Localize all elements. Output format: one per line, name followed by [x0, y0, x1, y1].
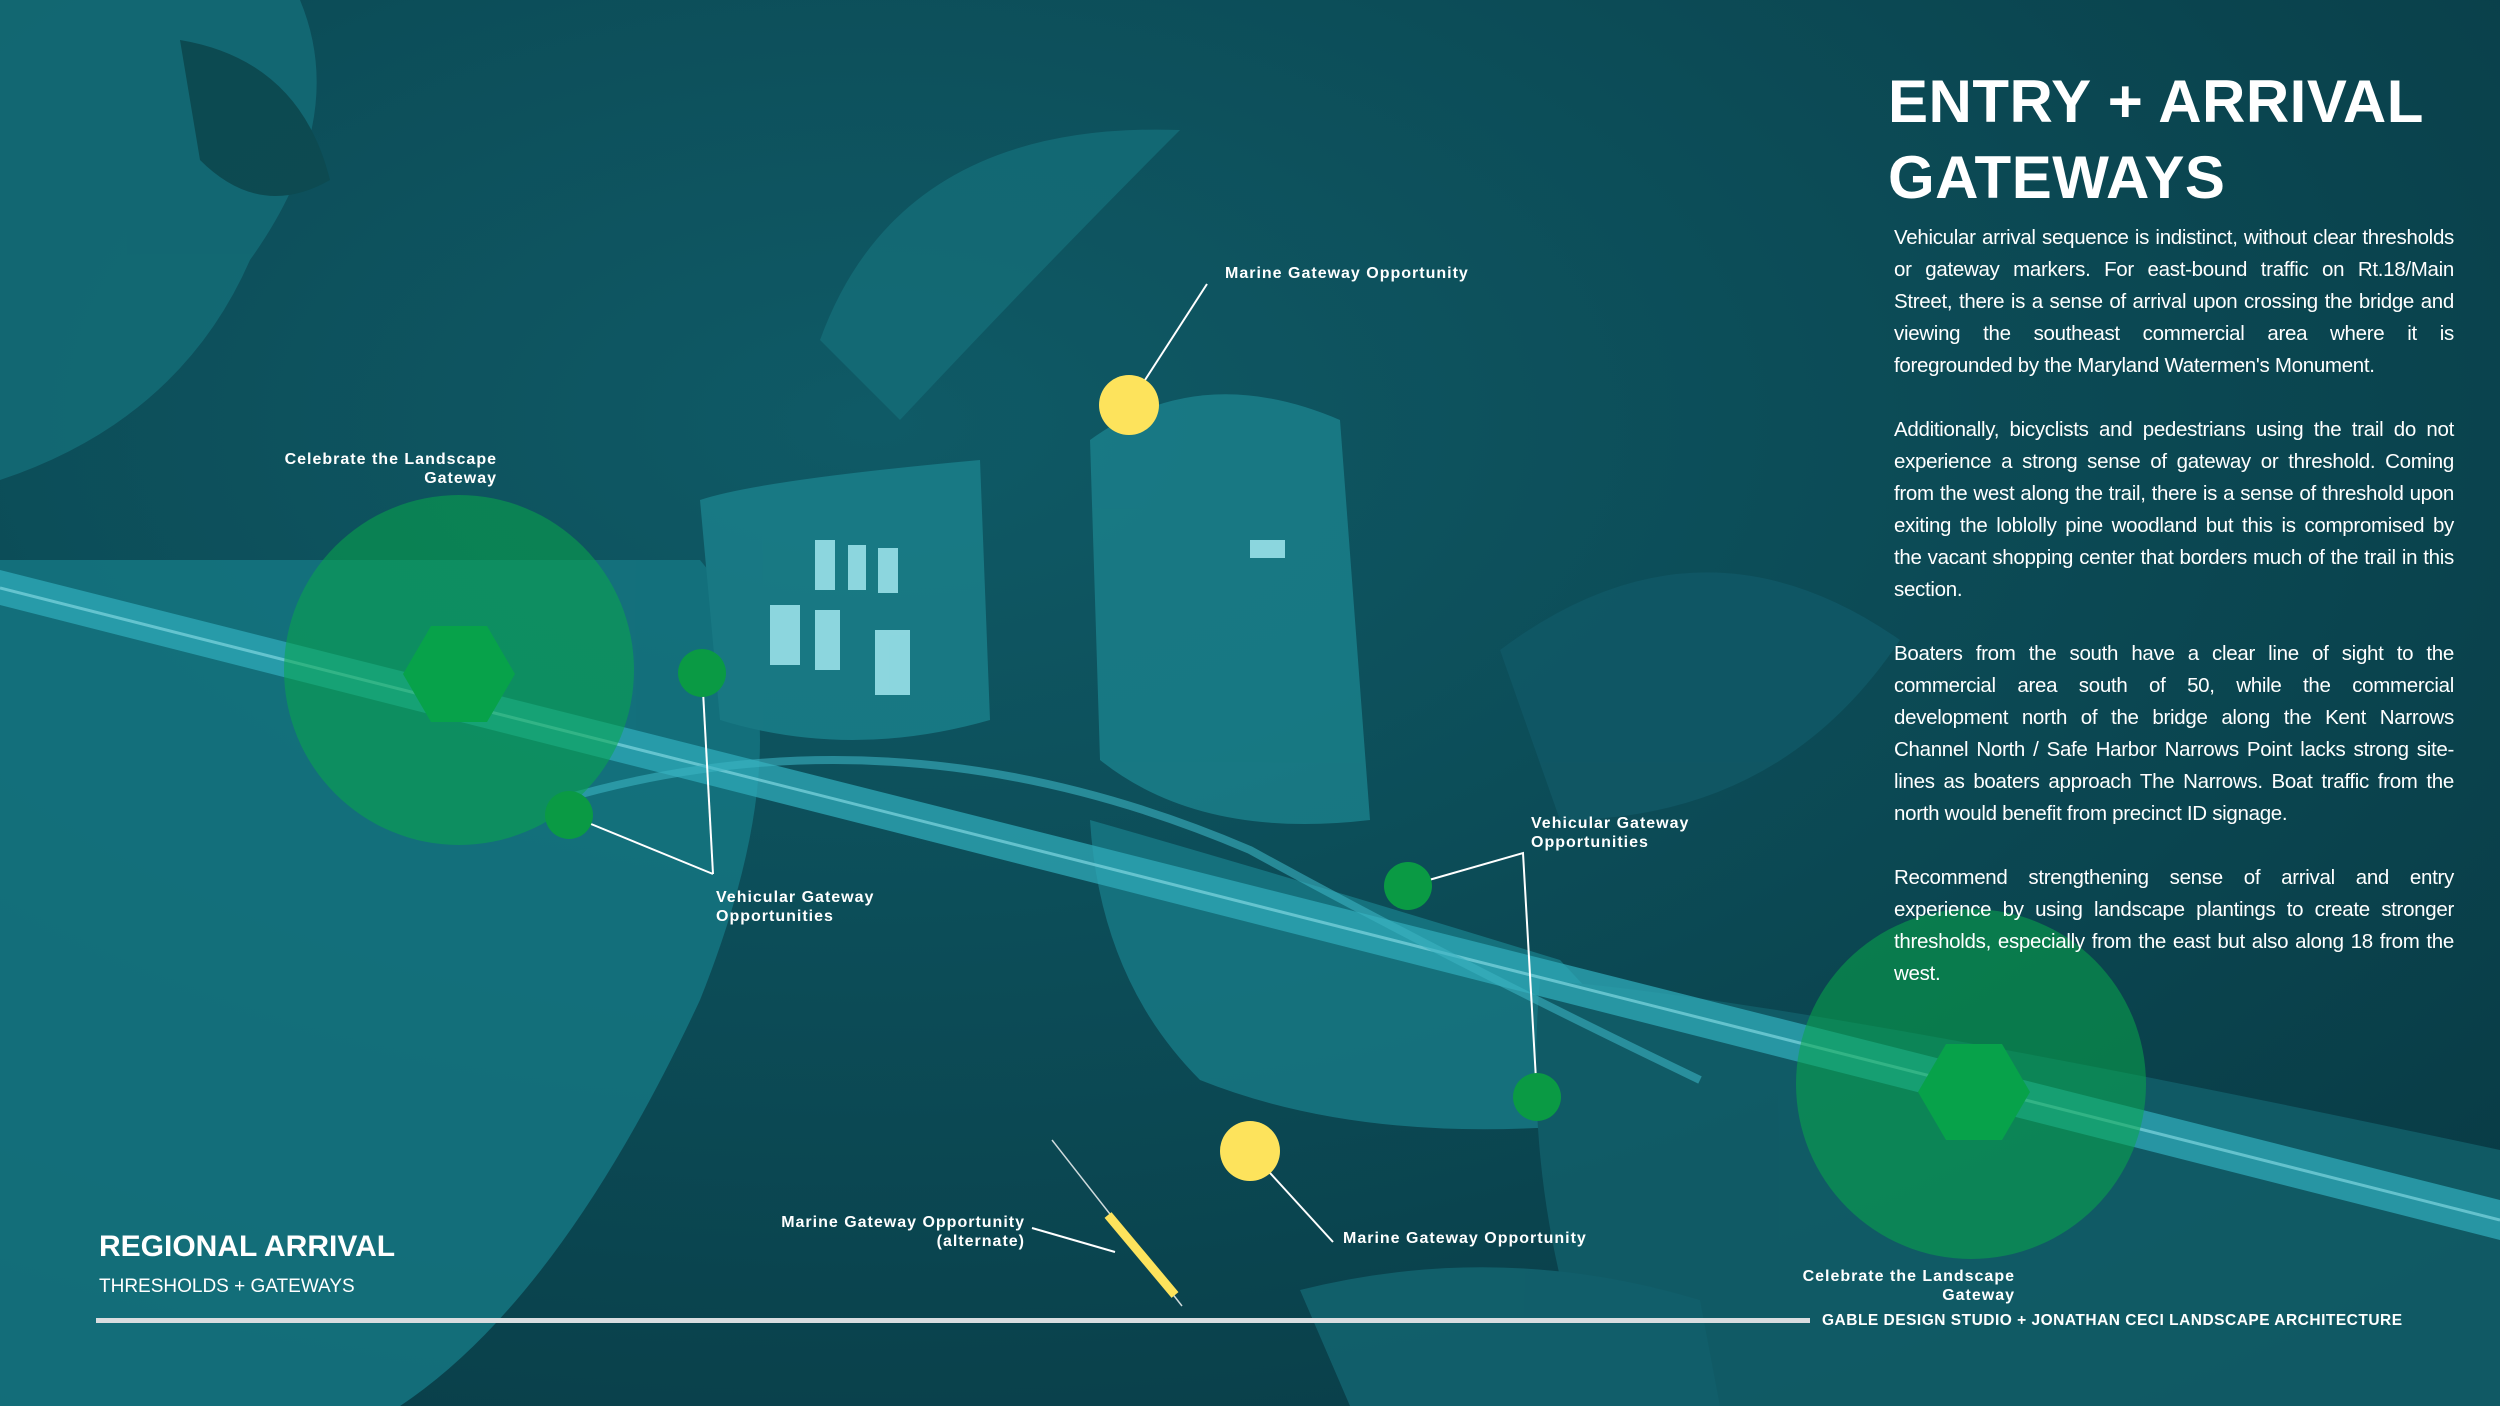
- label-landscape-west: Celebrate the Landscape Gateway: [197, 450, 497, 488]
- paragraph: Recommend strengthening sense of arrival…: [1894, 866, 2454, 985]
- vehicular-gateway-marker[interactable]: [1513, 1073, 1561, 1121]
- paragraph: Boaters from the south have a clear line…: [1894, 642, 2454, 825]
- label-line: Vehicular Gateway: [1531, 815, 1690, 832]
- vehicular-gateway-marker[interactable]: [1384, 862, 1432, 910]
- paragraph: Additionally, bicyclists and pedestrians…: [1894, 418, 2454, 601]
- label-line: Gateway: [424, 470, 497, 487]
- marine-gateway-marker-south[interactable]: [1220, 1121, 1280, 1181]
- label-line: Celebrate the Landscape: [284, 451, 497, 468]
- label-marine-alternate: Marine Gateway Opportunity (alternate): [725, 1213, 1025, 1251]
- label-landscape-east: Celebrate the Landscape Gateway: [1715, 1267, 2015, 1305]
- page-title: ENTRY + ARRIVAL GATEWAYS: [1888, 64, 2424, 216]
- label-marine-south: Marine Gateway Opportunity: [1343, 1230, 1587, 1247]
- landscape-gateway-hexagon-east[interactable]: [1918, 1044, 2030, 1140]
- marine-gateway-marker-north[interactable]: [1099, 375, 1159, 435]
- vehicular-gateway-marker[interactable]: [678, 649, 726, 697]
- building-blocks: [770, 540, 1285, 695]
- label-line: Opportunities: [716, 908, 834, 925]
- label-line: Marine Gateway Opportunity: [781, 1214, 1025, 1231]
- paragraph: Vehicular arrival sequence is indistinct…: [1894, 226, 2454, 377]
- credit-line: GABLE DESIGN STUDIO + JONATHAN CECI LAND…: [1822, 1312, 2403, 1329]
- label-marine-north: Marine Gateway Opportunity: [1225, 265, 1469, 282]
- marine-gateway-alternate-marker[interactable]: [1104, 1212, 1179, 1298]
- section-subtitle: THRESHOLDS + GATEWAYS: [99, 1276, 355, 1297]
- label-line: Vehicular Gateway: [716, 889, 875, 906]
- label-vehicular-east: Vehicular Gateway Opportunities: [1531, 814, 1689, 852]
- divider: [96, 1318, 1810, 1323]
- title-line: GATEWAYS: [1888, 144, 2226, 211]
- label-line: Opportunities: [1531, 834, 1649, 851]
- label-vehicular-west: Vehicular Gateway Opportunities: [716, 888, 874, 926]
- label-line: (alternate): [936, 1233, 1025, 1250]
- vehicular-gateway-marker[interactable]: [545, 791, 593, 839]
- title-line: ENTRY + ARRIVAL: [1888, 68, 2424, 135]
- description-text: Vehicular arrival sequence is indistinct…: [1894, 222, 2454, 1022]
- label-line: Celebrate the Landscape: [1802, 1268, 2015, 1285]
- label-line: Gateway: [1942, 1287, 2015, 1304]
- section-title: REGIONAL ARRIVAL: [99, 1230, 396, 1263]
- landscape-gateway-hexagon-west[interactable]: [403, 626, 515, 722]
